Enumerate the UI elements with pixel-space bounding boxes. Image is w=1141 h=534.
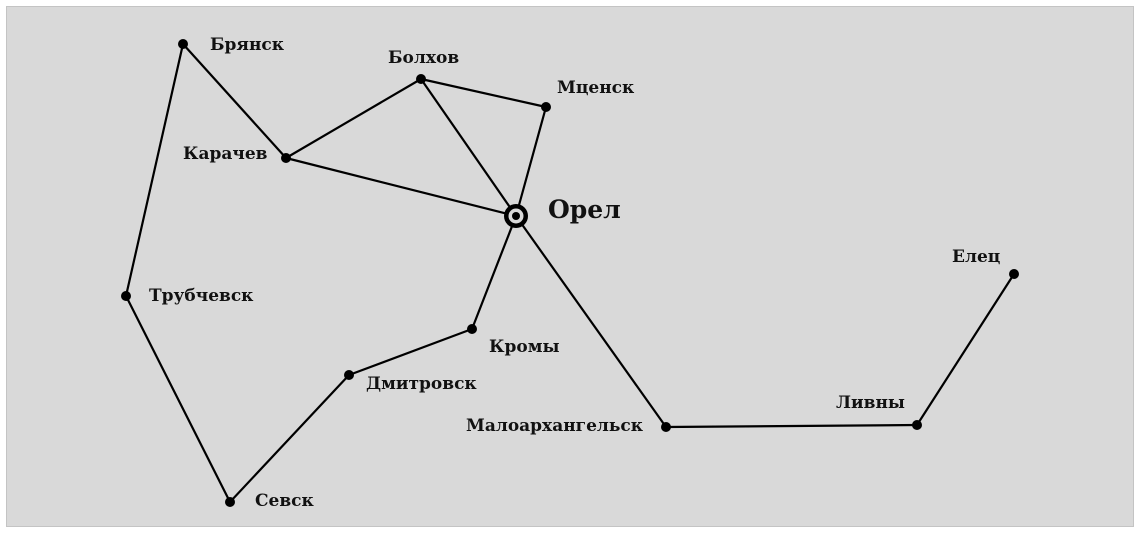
city-label-maloarkhangelsk: Малоархангельск bbox=[466, 416, 644, 436]
road-sevsk-dmitrovsk bbox=[228, 373, 351, 504]
road-mtsensk-orel bbox=[514, 105, 548, 218]
city-label-bryansk: Брянск bbox=[210, 35, 285, 55]
city-label-bolkhov: Болхов bbox=[388, 48, 459, 68]
city-label-kromy: Кромы bbox=[489, 337, 560, 357]
road-bolkhov-mtsensk bbox=[419, 77, 548, 109]
city-label-trubchevsk: Трубчевск bbox=[149, 286, 254, 306]
town-dot-livny bbox=[912, 420, 922, 430]
city-label-mtsensk: Мценск bbox=[557, 78, 635, 98]
town-dot-dmitrovsk bbox=[344, 370, 354, 380]
city-label-sevsk: Севск bbox=[255, 491, 315, 511]
capital-marker-orel bbox=[504, 204, 528, 228]
road-maloarkhangelsk-livny bbox=[664, 423, 919, 429]
road-livny-yelets bbox=[915, 272, 1016, 427]
road-bolkhov-orel bbox=[419, 77, 518, 218]
towns-layer bbox=[121, 39, 1019, 507]
town-dot-sevsk bbox=[225, 497, 235, 507]
road-bryansk-karachev bbox=[181, 42, 288, 160]
town-dot-trubchevsk bbox=[121, 291, 131, 301]
road-dmitrovsk-kromy bbox=[347, 327, 474, 377]
map-background bbox=[6, 6, 1134, 527]
road-kromy-orel bbox=[470, 214, 518, 331]
town-dot-mtsensk bbox=[541, 102, 551, 112]
city-label-dmitrovsk: Дмитровск bbox=[366, 374, 477, 394]
labels-layer: Брянск Болхов Мценск Карачев Орел Трубче… bbox=[149, 35, 1000, 511]
town-dot-maloarkhangelsk bbox=[661, 422, 671, 432]
city-label-yelets: Елец bbox=[952, 247, 1000, 267]
city-label-orel: Орел bbox=[548, 195, 621, 224]
town-dot-yelets bbox=[1009, 269, 1019, 279]
town-dot-kromy bbox=[467, 324, 477, 334]
roads-layer bbox=[124, 42, 1016, 504]
town-dot-karachev bbox=[281, 153, 291, 163]
city-label-karachev: Карачев bbox=[183, 144, 268, 164]
city-label-livny: Ливны bbox=[836, 393, 905, 413]
road-karachev-orel bbox=[284, 156, 518, 218]
road-orel-maloarkhangelsk bbox=[514, 214, 668, 429]
town-dot-bryansk bbox=[178, 39, 188, 49]
town-dot-bolkhov bbox=[416, 74, 426, 84]
road-trubchevsk-sevsk bbox=[124, 294, 232, 504]
road-karachev-bolkhov bbox=[284, 77, 423, 160]
road-bryansk-trubchevsk bbox=[124, 42, 185, 298]
